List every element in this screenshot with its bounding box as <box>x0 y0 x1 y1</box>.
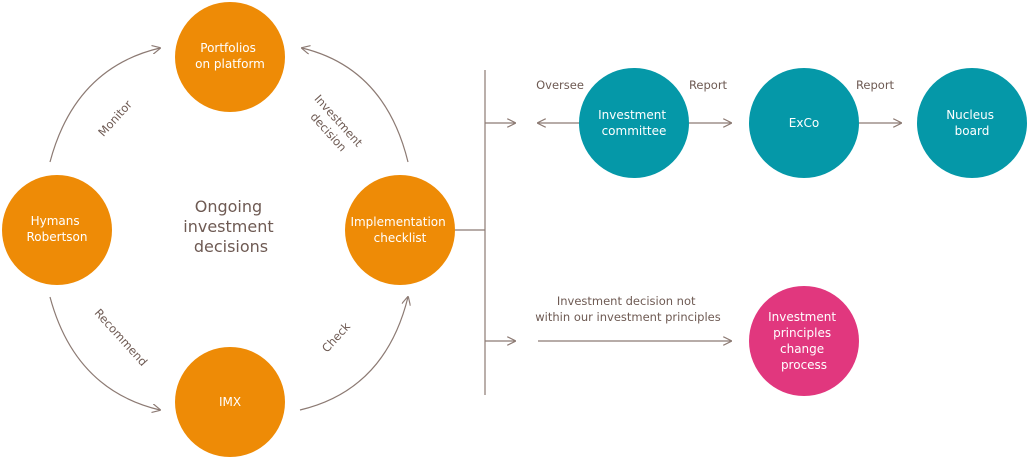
edge-label-recommend: Recommend <box>92 306 151 369</box>
node-portfolios-label: Portfolios on platform <box>195 41 265 71</box>
node-hymans-circle <box>2 175 112 285</box>
arrow-checklist-to-portfolios <box>302 48 409 163</box>
arrow-hymans-to-portfolios <box>49 48 160 163</box>
node-principles-circle <box>749 286 859 396</box>
node-checklist-label: Implementation checklist <box>350 215 449 245</box>
node-hymans-label: Hymans Robertson <box>27 214 88 244</box>
center-label: Ongoing investment decisions <box>183 197 278 256</box>
node-imx-circle <box>175 347 285 457</box>
node-committee-label: Investment committee <box>598 108 670 138</box>
node-imx-label: IMX <box>219 395 241 409</box>
edge-label-oversee: Oversee <box>536 78 584 92</box>
arrow-hymans-to-imx <box>49 296 160 410</box>
edge-label-investment-decision: Investment decision <box>300 92 368 163</box>
node-nucleus-label: Nucleus board <box>946 108 998 138</box>
edge-label-report-1: Report <box>689 78 728 92</box>
edge-label-monitor: Monitor <box>95 97 135 139</box>
node-exco-circle <box>749 68 859 178</box>
edge-label-not-within: Investment decision not within our inves… <box>535 294 720 324</box>
arrow-imx-to-checklist <box>299 297 408 411</box>
edge-label-check: Check <box>319 319 353 355</box>
node-checklist-circle <box>345 175 455 285</box>
node-committee-circle <box>579 68 689 178</box>
node-portfolios-circle <box>175 2 285 112</box>
node-nucleus-circle <box>917 68 1027 178</box>
node-principles-label: Investment principles change process <box>768 310 840 372</box>
node-exco-label: ExCo <box>789 116 819 130</box>
edge-label-report-2: Report <box>856 78 895 92</box>
